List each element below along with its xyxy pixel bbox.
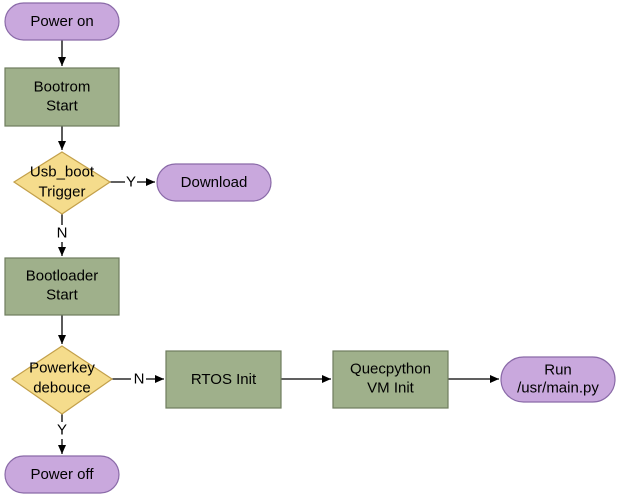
node-powerkey-label-line1: Powerkey <box>29 360 95 377</box>
node-vm-label-line2: VM Init <box>367 380 415 397</box>
node-download: Download <box>156 163 272 202</box>
node-bootloader-label-line2: Start <box>46 287 79 304</box>
node-power-off: Power off <box>4 455 120 494</box>
edge-labels: Y N N Y <box>55 174 146 439</box>
edge-label-powerkey-rtos: N <box>134 371 145 388</box>
node-powerkey-label-line2: debouce <box>33 380 91 397</box>
node-vm-label-line1: Quecpython <box>350 361 431 378</box>
node-bootloader-label-line1: Bootloader <box>26 268 99 285</box>
edge-label-usbboot-download: Y <box>126 174 136 191</box>
node-usb-boot-label-line1: Usb_boot <box>30 164 95 181</box>
node-bootloader: Bootloader Start <box>4 257 120 316</box>
node-power-on: Power on <box>4 2 120 41</box>
node-usb-boot: Usb_boot Trigger <box>12 151 112 215</box>
node-powerkey: Powerkey debouce <box>10 345 114 415</box>
node-usb-boot-label-line2: Trigger <box>39 184 86 201</box>
node-rtos-label: RTOS Init <box>191 371 257 388</box>
node-vm: Quecpython VM Init <box>332 350 449 409</box>
node-bootrom-label-line2: Start <box>46 98 79 115</box>
node-rtos: RTOS Init <box>165 350 282 409</box>
edge-label-powerkey-poweroff: Y <box>57 422 67 439</box>
node-bootrom-label-line1: Bootrom <box>34 79 91 96</box>
node-download-label: Download <box>181 174 248 191</box>
node-run-label-line1: Run <box>544 362 572 379</box>
node-run-label-line2: /usr/main.py <box>517 380 599 397</box>
node-run: Run /usr/main.py <box>500 356 616 403</box>
node-power-off-label: Power off <box>30 466 94 483</box>
node-bootrom: Bootrom Start <box>4 67 120 127</box>
edge-label-usbboot-bootloader: N <box>57 225 68 242</box>
node-power-on-label: Power on <box>30 13 93 30</box>
